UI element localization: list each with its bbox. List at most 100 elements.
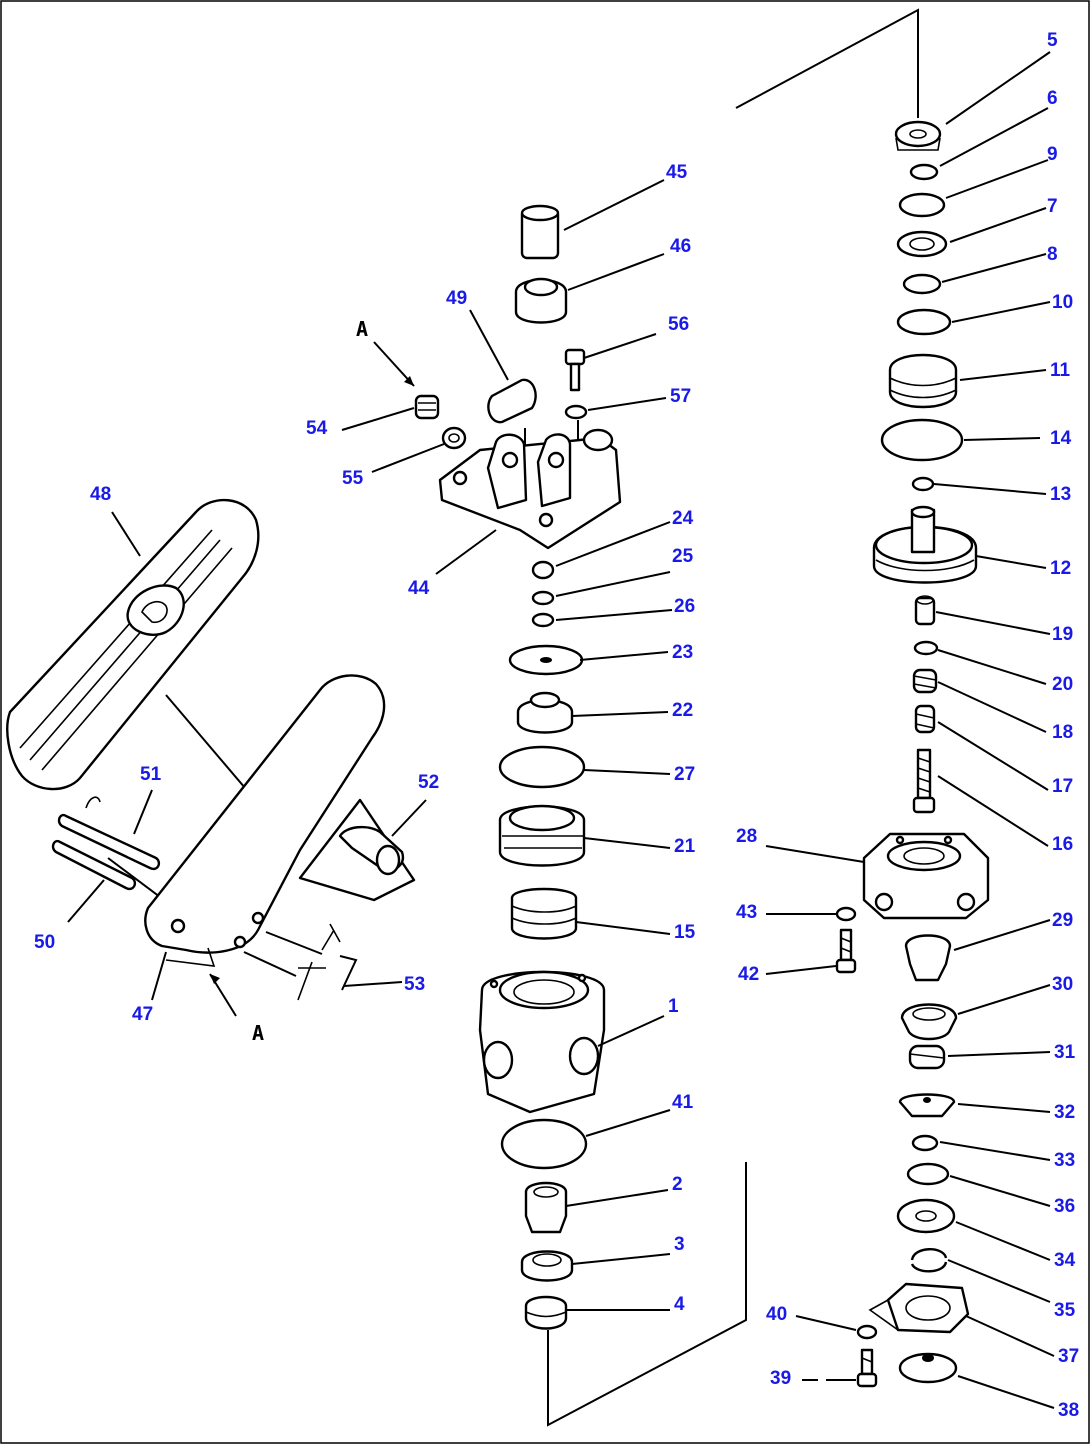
callout-9: 9 xyxy=(1047,144,1058,165)
piston-part-12 xyxy=(872,505,978,584)
pin-part-51 xyxy=(57,796,161,871)
callout-48: 48 xyxy=(90,484,111,505)
callout-49: 49 xyxy=(446,288,467,309)
pedal-lever-part-47 xyxy=(144,674,386,967)
callout-32: 32 xyxy=(1054,1102,1075,1123)
right-column-parts xyxy=(835,120,990,1388)
plate-part-34 xyxy=(896,1198,956,1234)
ring-part-6 xyxy=(909,163,939,181)
callout-20: 20 xyxy=(1052,674,1073,695)
seal-part-3 xyxy=(520,1250,574,1282)
o-ring-part-27 xyxy=(498,745,586,789)
ring-part-8 xyxy=(902,273,942,295)
o-ring-part-41 xyxy=(500,1118,588,1170)
ring-part-9 xyxy=(898,192,946,218)
cap-part-38 xyxy=(898,1352,958,1384)
washer-part-20 xyxy=(913,640,939,656)
retainer-part-21 xyxy=(498,804,586,867)
housing-part-28 xyxy=(862,832,990,920)
washer-part-40 xyxy=(856,1324,878,1340)
mount-bracket-part-44 xyxy=(438,428,622,550)
callout-50: 50 xyxy=(34,932,55,953)
bracket-part-52 xyxy=(298,798,416,902)
callout-numbers: 1 2 3 4 5 6 7 8 9 10 11 12 13 14 15 16 1… xyxy=(34,30,1079,1421)
seat-part-32 xyxy=(898,1093,956,1118)
callout-56: 56 xyxy=(668,314,689,335)
view-label-a-bottom: A xyxy=(252,1021,264,1045)
view-label-a-top: A xyxy=(356,317,368,341)
spool-part-2 xyxy=(524,1181,568,1234)
nut-part-54 xyxy=(414,394,440,420)
callout-17: 17 xyxy=(1052,776,1073,797)
callout-27: 27 xyxy=(674,764,695,785)
callout-38: 38 xyxy=(1058,1400,1079,1421)
washer-part-57 xyxy=(564,404,588,420)
callout-28: 28 xyxy=(736,826,757,847)
o-ring-part-14 xyxy=(880,418,964,462)
callout-35: 35 xyxy=(1054,1300,1076,1321)
callout-43: 43 xyxy=(736,902,757,923)
seal-part-7 xyxy=(896,230,948,258)
spring-part-31 xyxy=(908,1044,946,1070)
callout-2: 2 xyxy=(672,1174,683,1195)
spring-part-15 xyxy=(510,887,578,940)
spring-part-11 xyxy=(888,353,958,409)
callout-51: 51 xyxy=(140,764,162,785)
nut-part-5 xyxy=(894,120,942,151)
callout-11: 11 xyxy=(1050,360,1071,381)
callout-1: 1 xyxy=(668,996,679,1017)
callout-5: 5 xyxy=(1047,30,1058,51)
callout-7: 7 xyxy=(1047,196,1058,217)
callout-16: 16 xyxy=(1052,834,1073,855)
callout-55: 55 xyxy=(342,468,364,489)
valve-body-part-1 xyxy=(478,970,606,1114)
nut-part-55 xyxy=(441,426,467,450)
callout-52: 52 xyxy=(418,772,439,793)
callout-26: 26 xyxy=(674,596,695,617)
callout-45: 45 xyxy=(666,162,688,183)
callout-33: 33 xyxy=(1054,1150,1075,1171)
seal-part-46 xyxy=(514,277,568,324)
ring-part-33 xyxy=(911,1134,939,1152)
bolt-part-16 xyxy=(912,748,936,814)
callout-14: 14 xyxy=(1050,428,1072,449)
callout-22: 22 xyxy=(672,700,693,721)
callout-31: 31 xyxy=(1054,1042,1076,1063)
callout-34: 34 xyxy=(1054,1250,1076,1271)
cover-part-37 xyxy=(868,1282,970,1334)
callout-40: 40 xyxy=(766,1304,787,1325)
callout-8: 8 xyxy=(1047,244,1058,265)
bolt-part-39 xyxy=(856,1348,878,1388)
callout-54: 54 xyxy=(306,418,328,439)
plug-part-29 xyxy=(904,934,952,982)
spring-part-17 xyxy=(914,704,936,734)
pin-part-50 xyxy=(51,839,137,891)
callout-3: 3 xyxy=(674,1234,685,1255)
callout-42: 42 xyxy=(738,964,759,985)
callout-23: 23 xyxy=(672,642,693,663)
callout-21: 21 xyxy=(674,836,696,857)
sleeve-part-19 xyxy=(914,595,936,626)
washer-part-43 xyxy=(835,906,857,922)
plate-part-23 xyxy=(508,644,584,676)
ring-part-10 xyxy=(896,308,952,336)
callout-19: 19 xyxy=(1052,624,1073,645)
bolt-part-56 xyxy=(564,348,586,392)
center-column-parts xyxy=(414,204,622,1330)
pedal-assembly xyxy=(6,498,416,1001)
arrowheads xyxy=(210,376,414,984)
callout-46: 46 xyxy=(670,236,691,257)
snap-ring-part-35 xyxy=(910,1248,948,1273)
bushing-part-49 xyxy=(487,378,537,424)
callout-53: 53 xyxy=(404,974,425,995)
callout-29: 29 xyxy=(1052,910,1073,931)
callout-25: 25 xyxy=(672,546,694,567)
nut-part-24 xyxy=(531,560,555,580)
cotter-pins-part-53 xyxy=(297,923,358,1001)
seal-part-30 xyxy=(900,1003,958,1041)
callout-39: 39 xyxy=(770,1368,791,1389)
leader-lines xyxy=(67,51,1055,1409)
callout-57: 57 xyxy=(670,386,691,407)
callout-36: 36 xyxy=(1054,1196,1075,1217)
